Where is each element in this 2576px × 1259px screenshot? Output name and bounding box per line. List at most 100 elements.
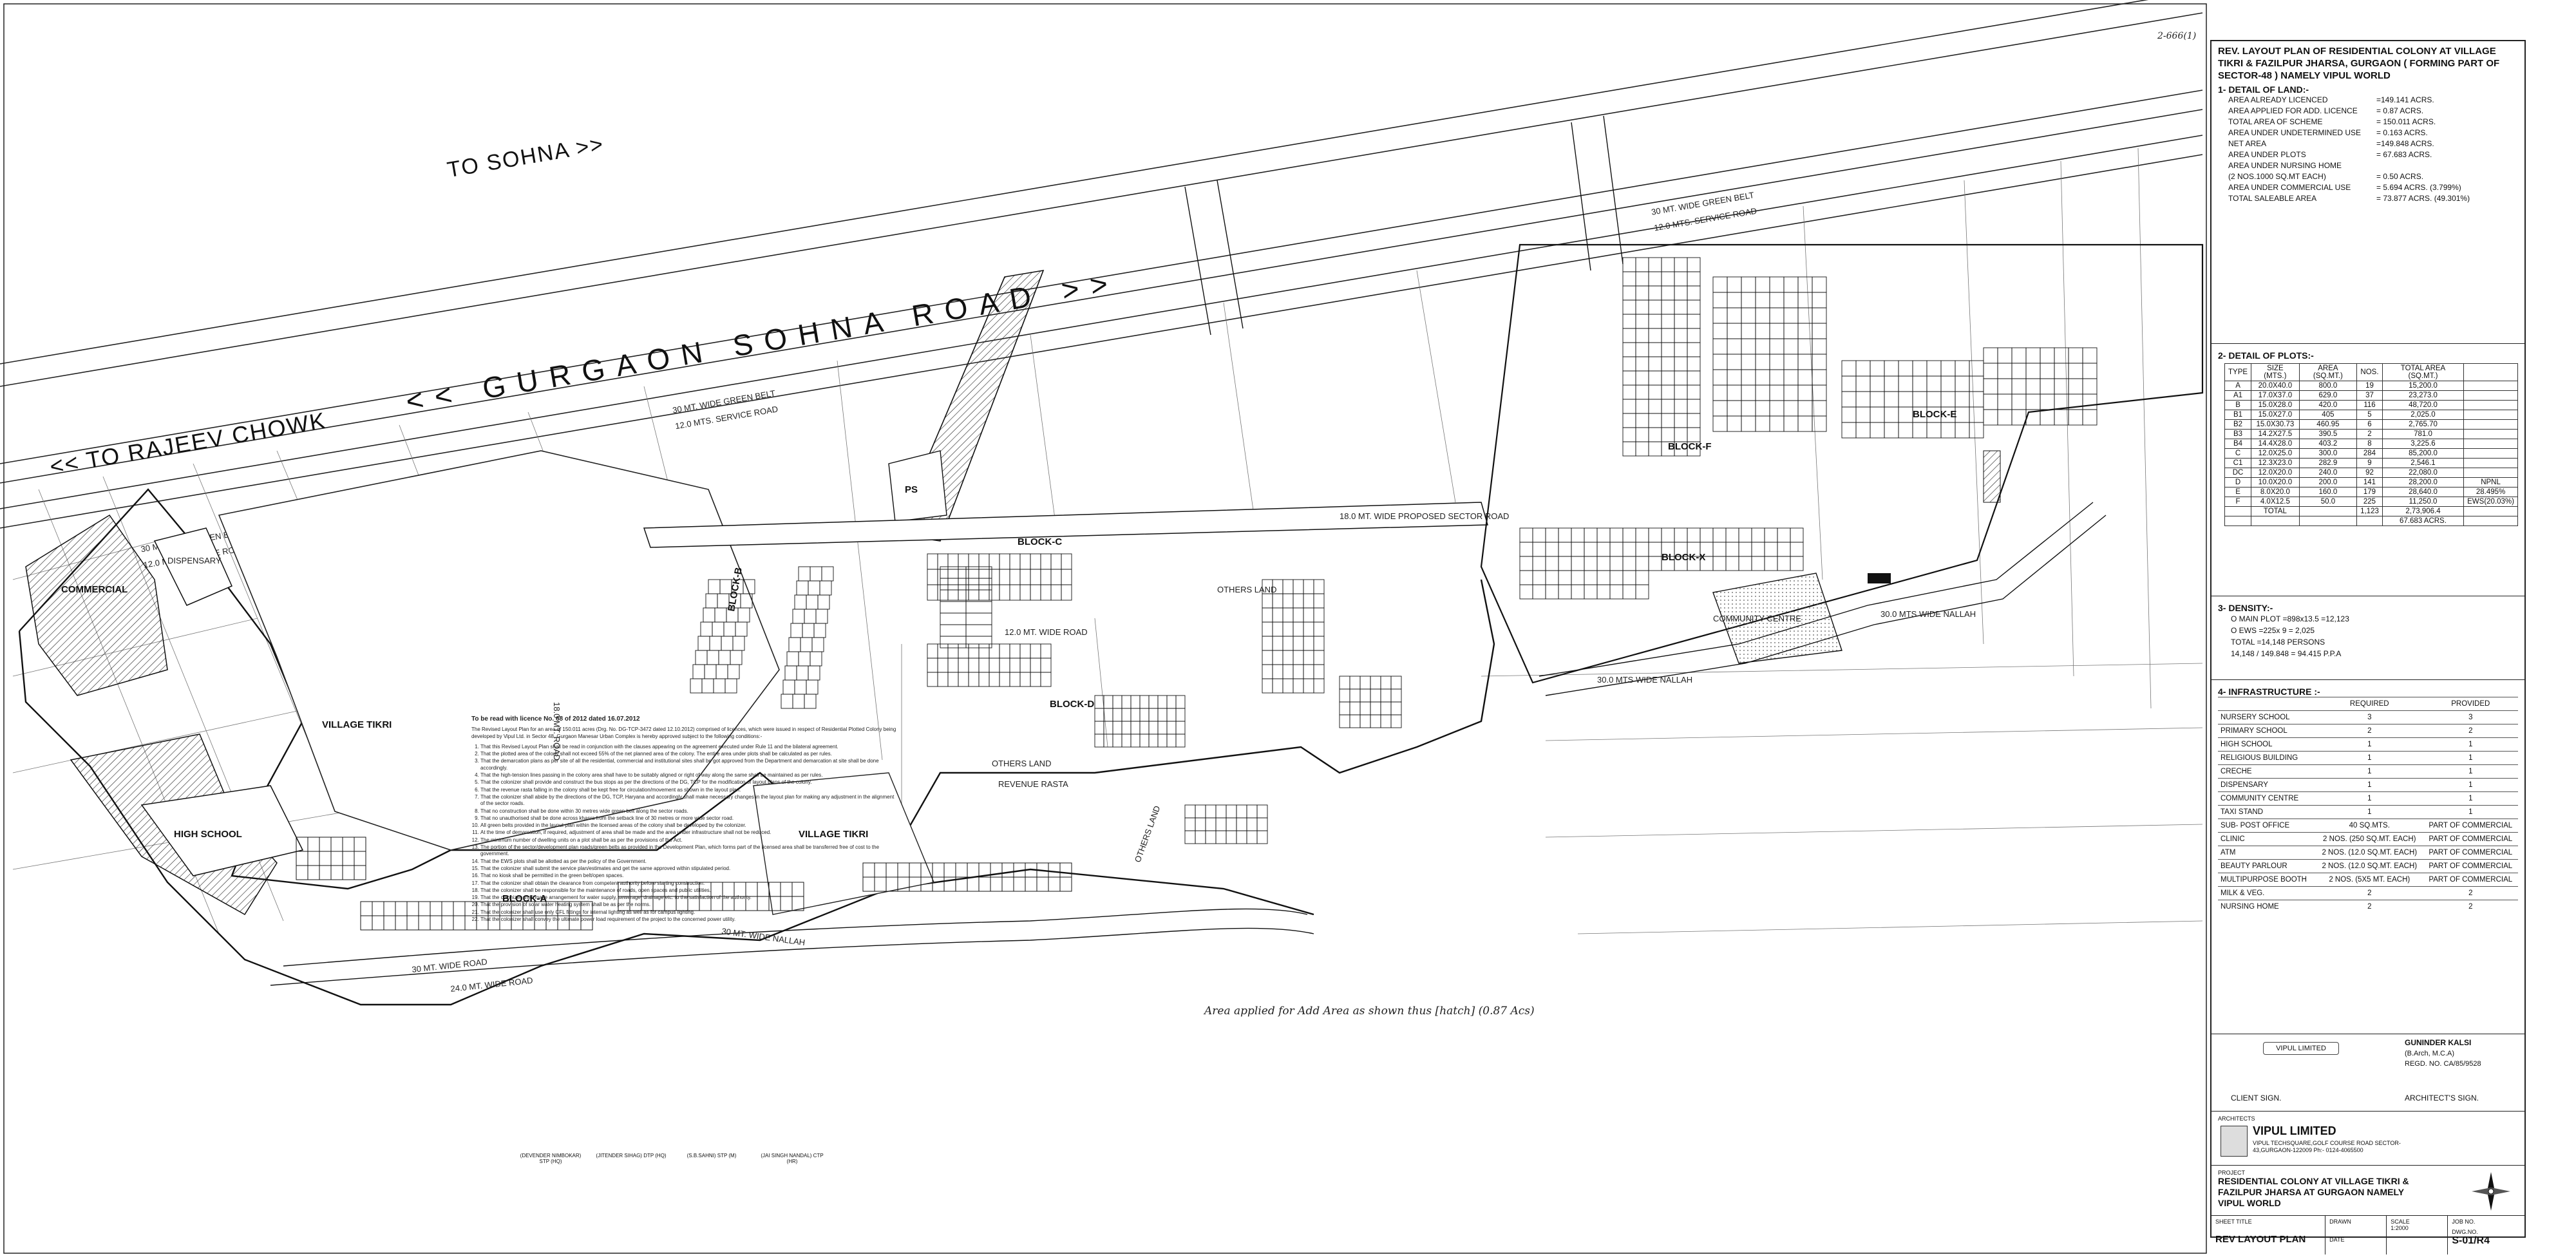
plot <box>395 901 408 916</box>
condition-item: That the colonizer shall make arrangemen… <box>480 895 896 901</box>
land-value: =149.141 ACRS. <box>2376 95 2434 104</box>
plot <box>990 876 1003 892</box>
plot <box>1912 375 1927 392</box>
plot <box>1648 257 1662 272</box>
plot <box>1898 360 1913 377</box>
plot <box>1112 721 1122 735</box>
plot <box>1139 708 1150 722</box>
table-cell: 2 <box>2356 429 2383 439</box>
plot <box>1687 384 1701 400</box>
plot <box>1390 701 1402 715</box>
condition-item: That the EWS plots shall be allotted as … <box>480 858 896 865</box>
plot <box>1166 708 1177 722</box>
plot <box>1205 804 1217 819</box>
plot <box>1272 636 1283 651</box>
plot <box>1769 338 1785 355</box>
plot <box>1635 356 1649 372</box>
plot <box>1912 391 1927 408</box>
plot <box>2068 378 2083 395</box>
table-cell: A1 <box>2224 390 2252 401</box>
land-key: AREA APPLIED FOR ADD. LICENCE <box>2228 106 2358 115</box>
plot <box>1661 285 1675 301</box>
plot <box>354 865 366 880</box>
condition-item: That the colonizer shall abide by the di… <box>480 794 896 808</box>
plots-header-cell: TOTAL AREA (SQ.MT.) <box>2382 363 2465 381</box>
plot <box>958 658 969 673</box>
plot <box>1226 830 1237 844</box>
table-cell: NURSERY SCHOOL <box>2218 710 2316 724</box>
table-cell: B <box>2224 400 2252 410</box>
plot <box>1955 375 1970 392</box>
plot <box>1009 658 1021 673</box>
plot <box>406 901 419 916</box>
plot <box>395 915 408 931</box>
table-cell: 200.0 <box>2298 477 2358 488</box>
condition-item: That no construction shall be done withi… <box>480 808 896 815</box>
plot <box>2068 347 2083 364</box>
plot <box>1061 569 1072 585</box>
density-line: O MAIN PLOT =898x13.5 =12,123 <box>2231 614 2349 623</box>
table-cell: 3,225.6 <box>2382 439 2465 449</box>
plot <box>1094 734 1104 748</box>
plot <box>1050 569 1062 585</box>
condition-item: That the colonizer shall submit the serv… <box>480 866 896 872</box>
plot <box>330 837 343 852</box>
plot <box>798 651 811 667</box>
plot <box>1272 664 1283 679</box>
table-cell: 1,123 <box>2356 506 2383 516</box>
table-cell: 15,200.0 <box>2382 381 2465 391</box>
plot <box>1741 400 1756 417</box>
table-cell: 6 <box>2356 419 2383 430</box>
table-cell: C1 <box>2224 458 2252 468</box>
plot <box>1121 721 1132 735</box>
plot <box>1148 695 1159 709</box>
plot <box>1584 556 1598 571</box>
plot <box>1687 356 1701 372</box>
plot <box>1661 328 1675 343</box>
plot <box>978 643 990 659</box>
plot <box>2068 409 2083 426</box>
plot <box>1339 701 1350 715</box>
road-18-label: 18.0 MT. ROAD <box>552 702 562 761</box>
plot <box>947 643 959 659</box>
plot <box>1282 607 1294 623</box>
plot <box>940 589 967 602</box>
plot <box>1997 347 2012 364</box>
plot <box>1712 292 1728 308</box>
plot <box>1940 391 1956 408</box>
plot <box>342 837 355 852</box>
table-cell <box>2463 516 2518 526</box>
table-cell: 2 NOS. (5X5 MT. EACH) <box>2315 873 2423 887</box>
plot <box>2011 363 2027 379</box>
plot <box>1926 391 1942 408</box>
plot <box>1303 621 1314 637</box>
plot <box>430 901 442 916</box>
drawing-title: REV. LAYOUT PLAN OF RESIDENTIAL COLONY A… <box>2218 46 2500 81</box>
plot <box>1184 804 1196 819</box>
plot <box>1359 688 1371 703</box>
plot <box>1635 584 1649 600</box>
plot <box>1622 542 1636 557</box>
plot <box>1812 354 1827 370</box>
nallah-east-edge <box>1545 515 2107 696</box>
plot <box>1130 708 1141 722</box>
revenue-rasta-label: REVENUE RASTA <box>998 779 1068 789</box>
plot <box>1812 276 1827 293</box>
high-school-site <box>140 785 304 876</box>
plot <box>965 624 992 637</box>
conditions-intro: The Revised Layout Plan for an area of 1… <box>471 726 896 739</box>
plot <box>1040 569 1052 585</box>
plot <box>1272 621 1283 637</box>
plot <box>1783 307 1799 324</box>
plot <box>999 658 1010 673</box>
north-arrow-icon <box>2472 1172 2510 1211</box>
table-cell: 19 <box>2356 381 2383 391</box>
plot <box>1661 257 1675 272</box>
architect-sign-label: ARCHITECT'S SIGN. <box>2405 1093 2479 1103</box>
plot <box>1139 721 1150 735</box>
architect-registration: REGD. NO. CA/85/9528 <box>2405 1060 2481 1068</box>
